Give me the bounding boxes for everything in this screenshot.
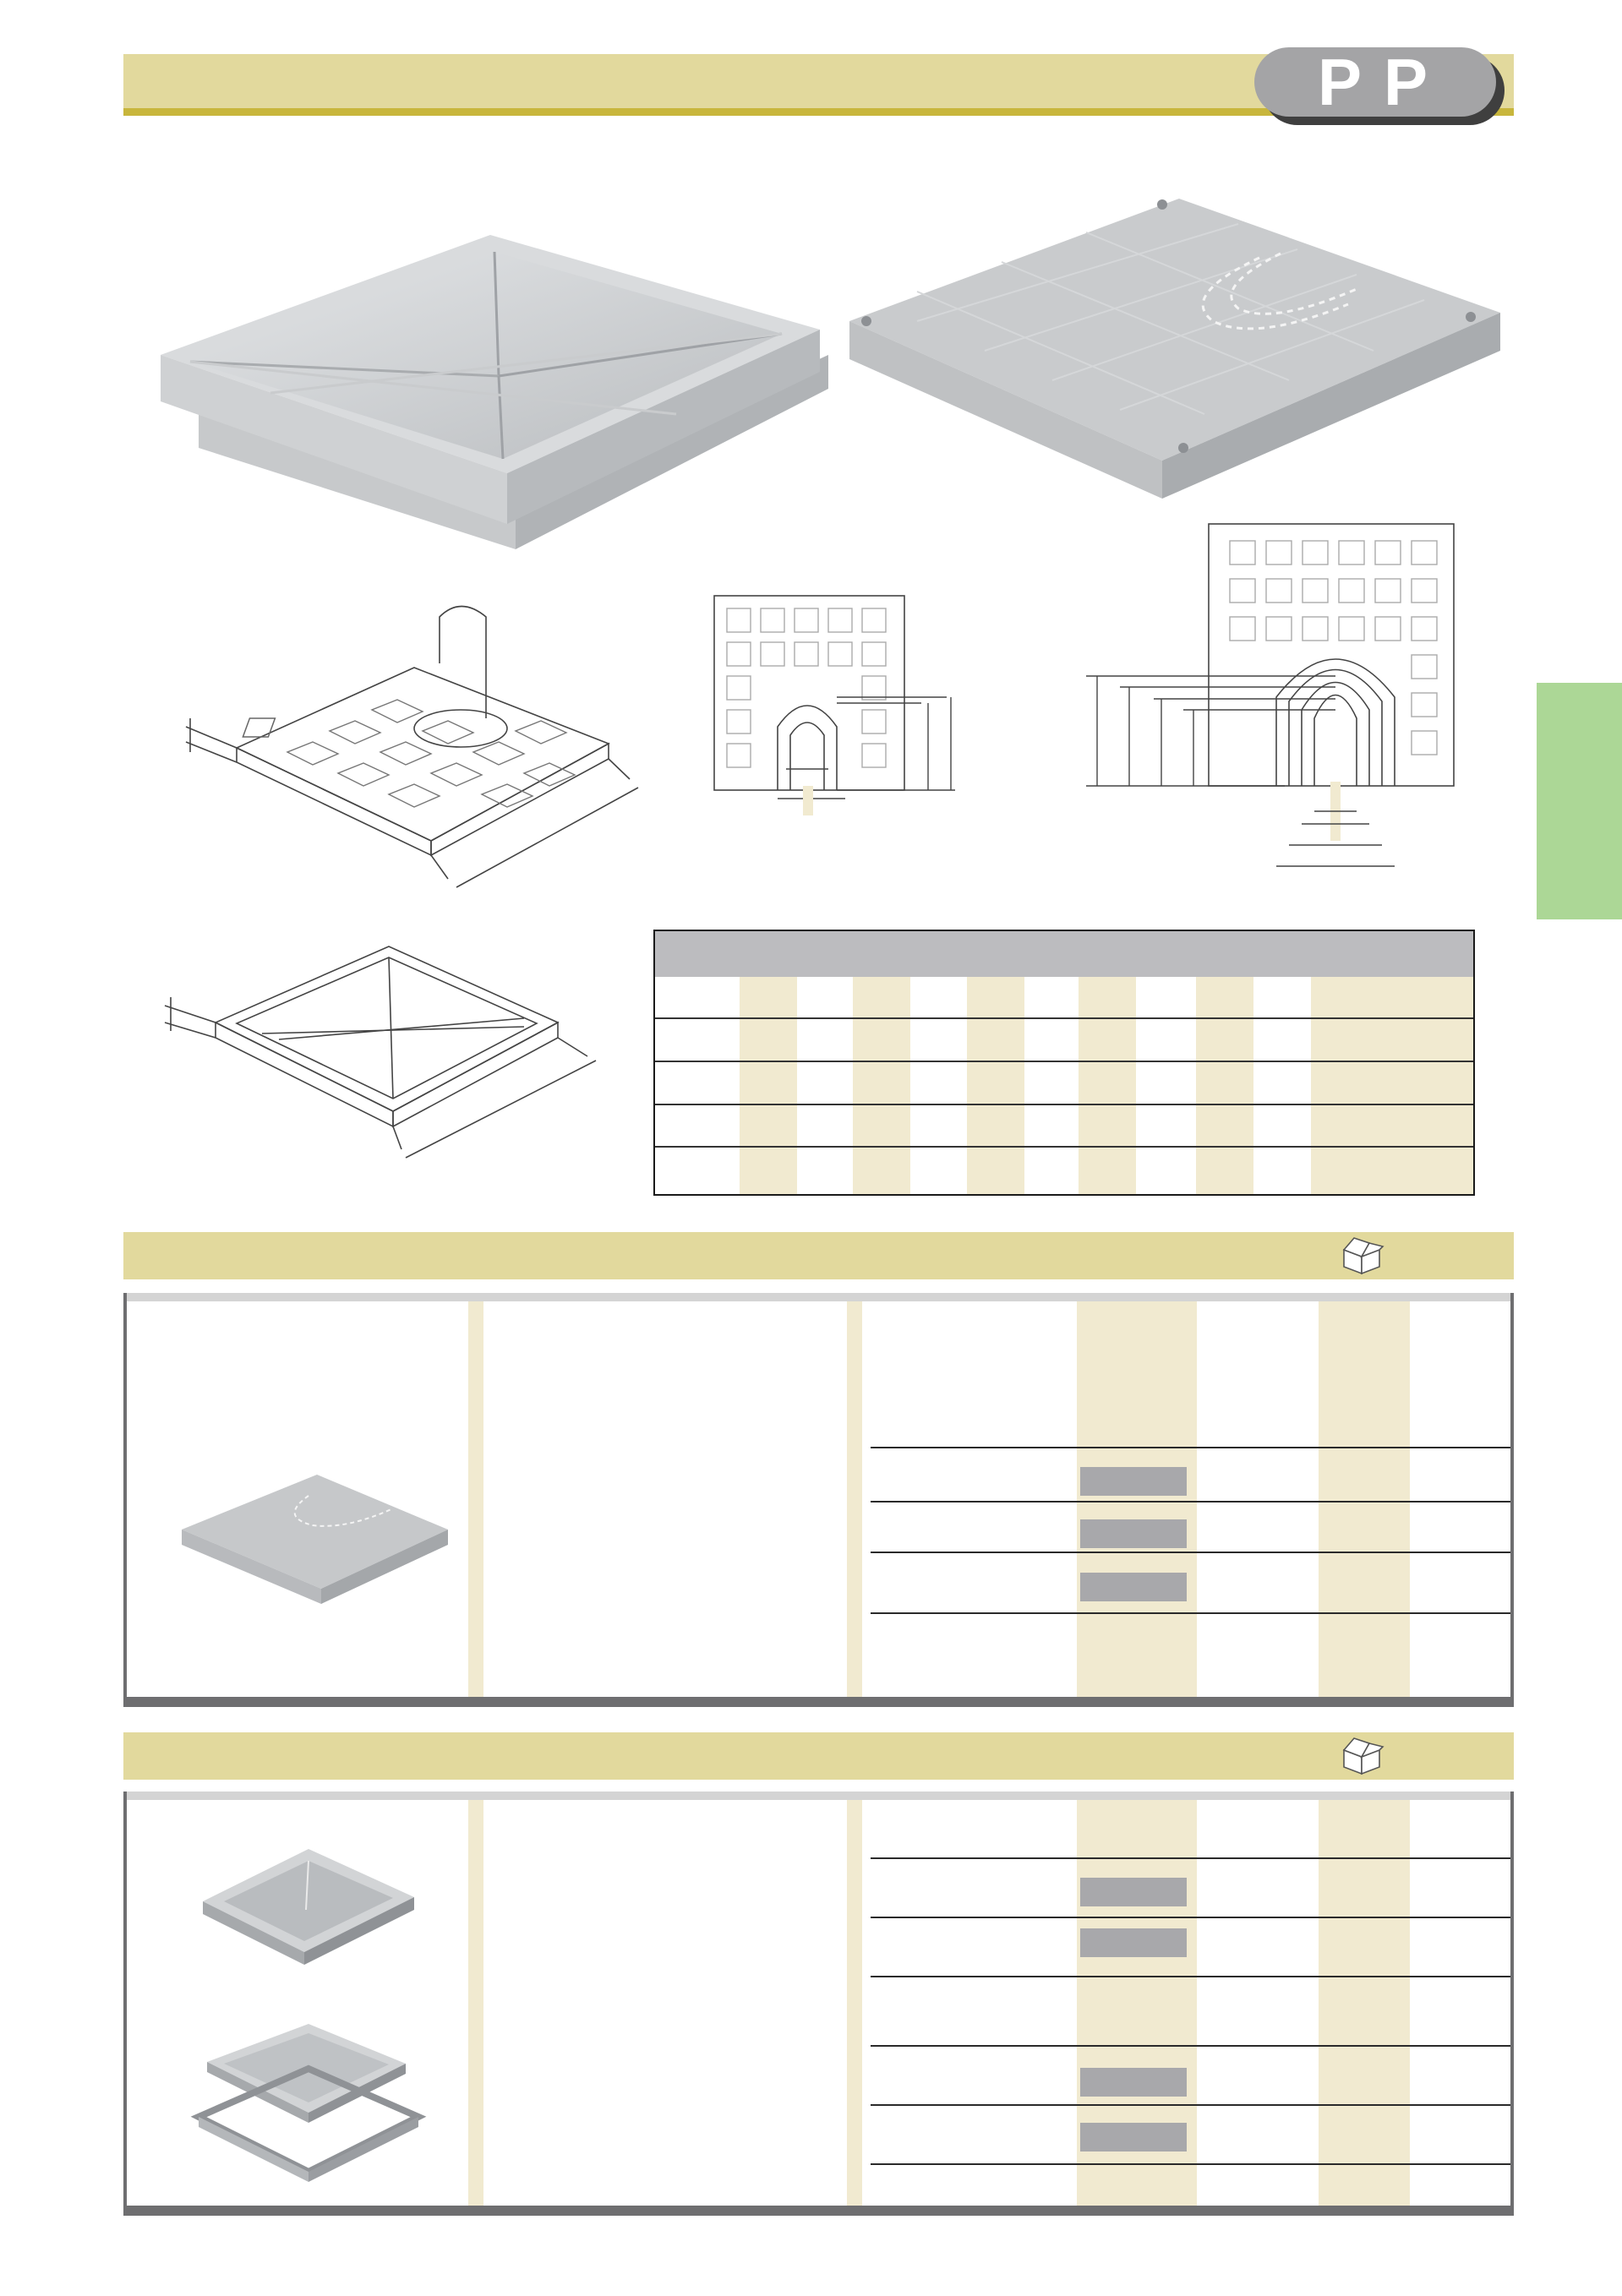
panel-divider-stripe <box>847 1301 862 1697</box>
article-code-box <box>1080 1467 1187 1496</box>
section-bar-square-tray <box>123 1732 1514 1780</box>
panel-bottom-rule <box>123 2206 1514 2216</box>
article-code-box <box>1080 1928 1187 1957</box>
table-row-divider <box>655 1061 1473 1062</box>
cover-plate-photo <box>849 199 1500 499</box>
dimension-table <box>653 930 1475 1196</box>
table-stripe <box>1319 1301 1410 1697</box>
header-rule <box>123 108 1514 116</box>
article-code-box <box>1080 2123 1187 2151</box>
table-row-divider <box>655 1146 1473 1148</box>
panel-left-rule <box>123 1293 127 1707</box>
panel-divider-stripe <box>468 1301 483 1697</box>
square-tray-drawing <box>164 946 597 1159</box>
panel-divider-stripe <box>468 1800 483 2206</box>
panel-left-rule <box>123 1792 127 2216</box>
product-panel-square-tray <box>123 1792 1514 2216</box>
table-row-divider <box>871 2163 1510 2165</box>
section-bar-cover-plate <box>123 1232 1514 1279</box>
table-row-divider <box>871 1612 1510 1614</box>
material-badge: PP <box>1254 45 1496 119</box>
table-stripe <box>1196 977 1253 1194</box>
package-box-icon <box>1342 1237 1384 1275</box>
cover-plate-thumbnail <box>182 1475 448 1604</box>
table-row-divider <box>655 1104 1473 1105</box>
dimension-table-header <box>655 931 1473 977</box>
table-row-divider <box>871 1857 1510 1859</box>
table-row-divider <box>871 2104 1510 2106</box>
square-tray-photo <box>161 235 828 549</box>
table-stripe <box>967 977 1024 1194</box>
article-code-box <box>1080 1573 1187 1601</box>
table-row-divider <box>871 1552 1510 1553</box>
panel-top-rule <box>123 1792 1514 1800</box>
panel-bottom-rule <box>123 1697 1514 1707</box>
multi-drain-diagram <box>1086 523 1455 867</box>
table-row-divider <box>871 1976 1510 1977</box>
panel-right-rule <box>1510 1792 1514 2216</box>
tray-with-frame-thumbnail <box>190 2024 427 2182</box>
table-row-divider <box>871 2045 1510 2047</box>
package-box-icon <box>1342 1737 1384 1775</box>
single-drain-diagram <box>713 595 955 815</box>
table-row-divider <box>871 1917 1510 1918</box>
table-stripe <box>853 977 910 1194</box>
panel-right-rule <box>1510 1293 1514 1707</box>
article-code-box <box>1080 2068 1187 2097</box>
table-row-divider <box>655 1017 1473 1019</box>
table-stripe <box>1079 977 1136 1194</box>
table-stripe <box>740 977 797 1194</box>
table-stripe <box>1077 1301 1197 1697</box>
table-row-divider <box>871 1501 1510 1502</box>
square-tray-thumbnail <box>203 1849 414 1965</box>
table-stripe <box>1311 977 1473 1194</box>
cover-plate-drawing <box>185 605 639 888</box>
article-code-box <box>1080 1878 1187 1906</box>
panel-divider-stripe <box>847 1800 862 2206</box>
article-code-box <box>1080 1519 1187 1548</box>
chapter-side-tab <box>1537 683 1622 919</box>
table-row-divider <box>871 1447 1510 1448</box>
table-stripe <box>1319 1800 1410 2206</box>
panel-top-rule <box>123 1293 1514 1301</box>
